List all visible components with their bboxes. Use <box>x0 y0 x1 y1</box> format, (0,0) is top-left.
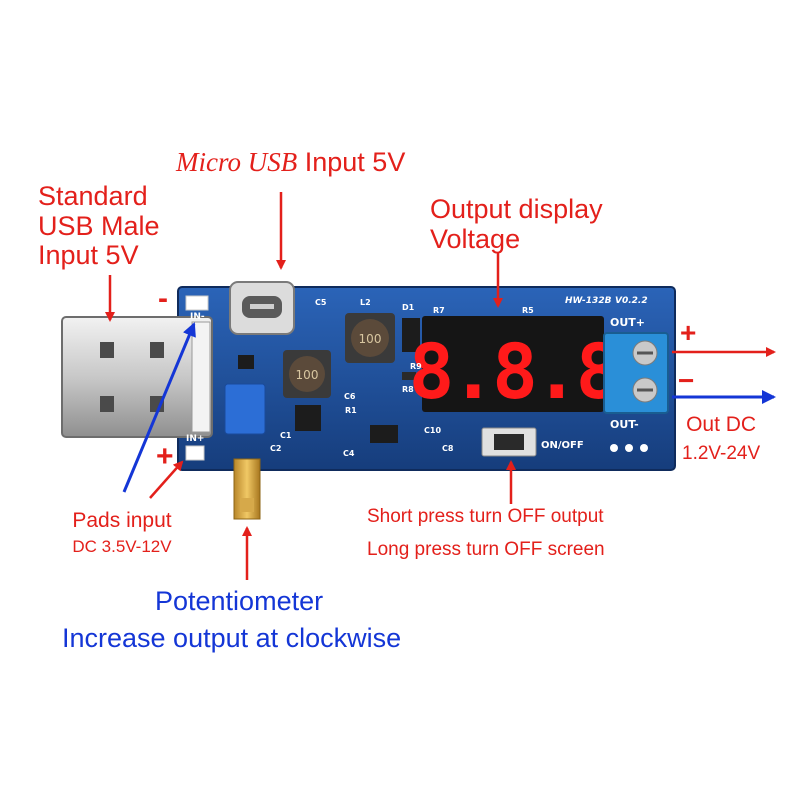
inductor-l1: 100 <box>283 350 331 398</box>
label-usb-male: Standard USB Male Input 5V <box>38 181 160 271</box>
label-potentiometer-title: Potentiometer <box>155 586 324 616</box>
label-minus-left: - <box>158 282 168 315</box>
label-display: Output display Voltage <box>430 194 603 254</box>
inductor-l2-label: 100 <box>359 332 382 346</box>
out-pad-1 <box>610 444 618 452</box>
label-pads-line1: Pads input <box>72 509 172 532</box>
on-off-button <box>481 427 537 457</box>
output-terminal-block <box>603 332 669 414</box>
silk-r8: R8 <box>402 385 414 394</box>
label-display-line2: Voltage <box>430 223 521 254</box>
out-pad-2 <box>625 444 633 452</box>
inductor-l2: 100 <box>345 313 395 363</box>
label-button: Short press turn OFF output Long press t… <box>367 506 605 561</box>
silk-r7: R7 <box>433 306 445 315</box>
chip-ic3 <box>370 425 398 443</box>
label-pads: Pads input DC 3.5V-12V <box>62 509 182 557</box>
display-digits: 8.8.8 <box>409 327 618 416</box>
micro-usb-socket <box>229 281 295 335</box>
pad-in-minus <box>185 295 209 311</box>
label-display-line1: Output display <box>430 194 603 224</box>
silk-c10: C10 <box>424 426 441 435</box>
label-out-dc: Out DC 1.2V-24V <box>682 413 760 465</box>
label-button-line2: Long press turn OFF screen <box>367 538 605 560</box>
inductor-l1-label: 100 <box>296 368 319 382</box>
silk-out-plus: OUT+ <box>610 316 645 329</box>
silk-c4: C4 <box>343 449 355 458</box>
silk-r9: R9 <box>410 362 422 371</box>
silk-out-minus: OUT- <box>610 418 639 431</box>
label-plus-right: + <box>680 317 697 348</box>
label-usb-male-line1: Standard <box>38 181 148 211</box>
chip-ic1 <box>238 355 254 369</box>
voltage-display: 8.8.8 <box>409 316 621 416</box>
label-micro-usb-rest: Input 5V <box>304 147 406 177</box>
silk-in-minus: IN- <box>190 312 205 322</box>
label-usb-male-line3: Input 5V <box>38 240 139 271</box>
label-plus-left: + <box>156 440 174 473</box>
potentiometer <box>224 383 266 520</box>
arrow-pads <box>149 460 184 499</box>
silk-c5: C5 <box>315 298 327 307</box>
chip-ic2 <box>295 405 321 431</box>
out-pad-3 <box>640 444 648 452</box>
silk-model: HW-132B <box>565 296 612 306</box>
silk-r1: R1 <box>345 406 357 415</box>
silk-in-plus: IN+ <box>186 434 204 444</box>
silk-r5: R5 <box>522 306 534 315</box>
silk-on-off: ON/OFF <box>541 440 584 451</box>
silk-c2: C2 <box>270 444 281 453</box>
label-out-dc-line2: 1.2V-24V <box>682 443 761 465</box>
pad-in-plus <box>185 445 205 461</box>
label-minus-right: − <box>678 365 695 396</box>
silk-version: V0.2.2 <box>615 296 648 306</box>
label-out-dc-line1: Out DC <box>686 413 757 436</box>
diode-d1 <box>402 318 420 352</box>
label-micro-usb-italic: Micro USB <box>176 147 298 177</box>
silk-l2: L2 <box>360 298 371 307</box>
label-micro-usb: Micro USB Input 5V <box>176 147 406 178</box>
resistor-r9 <box>402 372 416 380</box>
silk-d1: D1 <box>402 303 415 312</box>
silk-c6: C6 <box>344 392 356 401</box>
label-potentiometer-desc: Increase output at clockwise <box>62 623 402 653</box>
silk-c1: C1 <box>280 431 292 440</box>
silk-c8: C8 <box>442 444 454 453</box>
arrow-in-minus <box>122 322 196 493</box>
label-pads-line2: DC 3.5V-12V <box>72 537 172 557</box>
label-button-line1: Short press turn OFF output <box>367 506 604 527</box>
label-usb-male-line2: USB Male <box>38 210 160 241</box>
